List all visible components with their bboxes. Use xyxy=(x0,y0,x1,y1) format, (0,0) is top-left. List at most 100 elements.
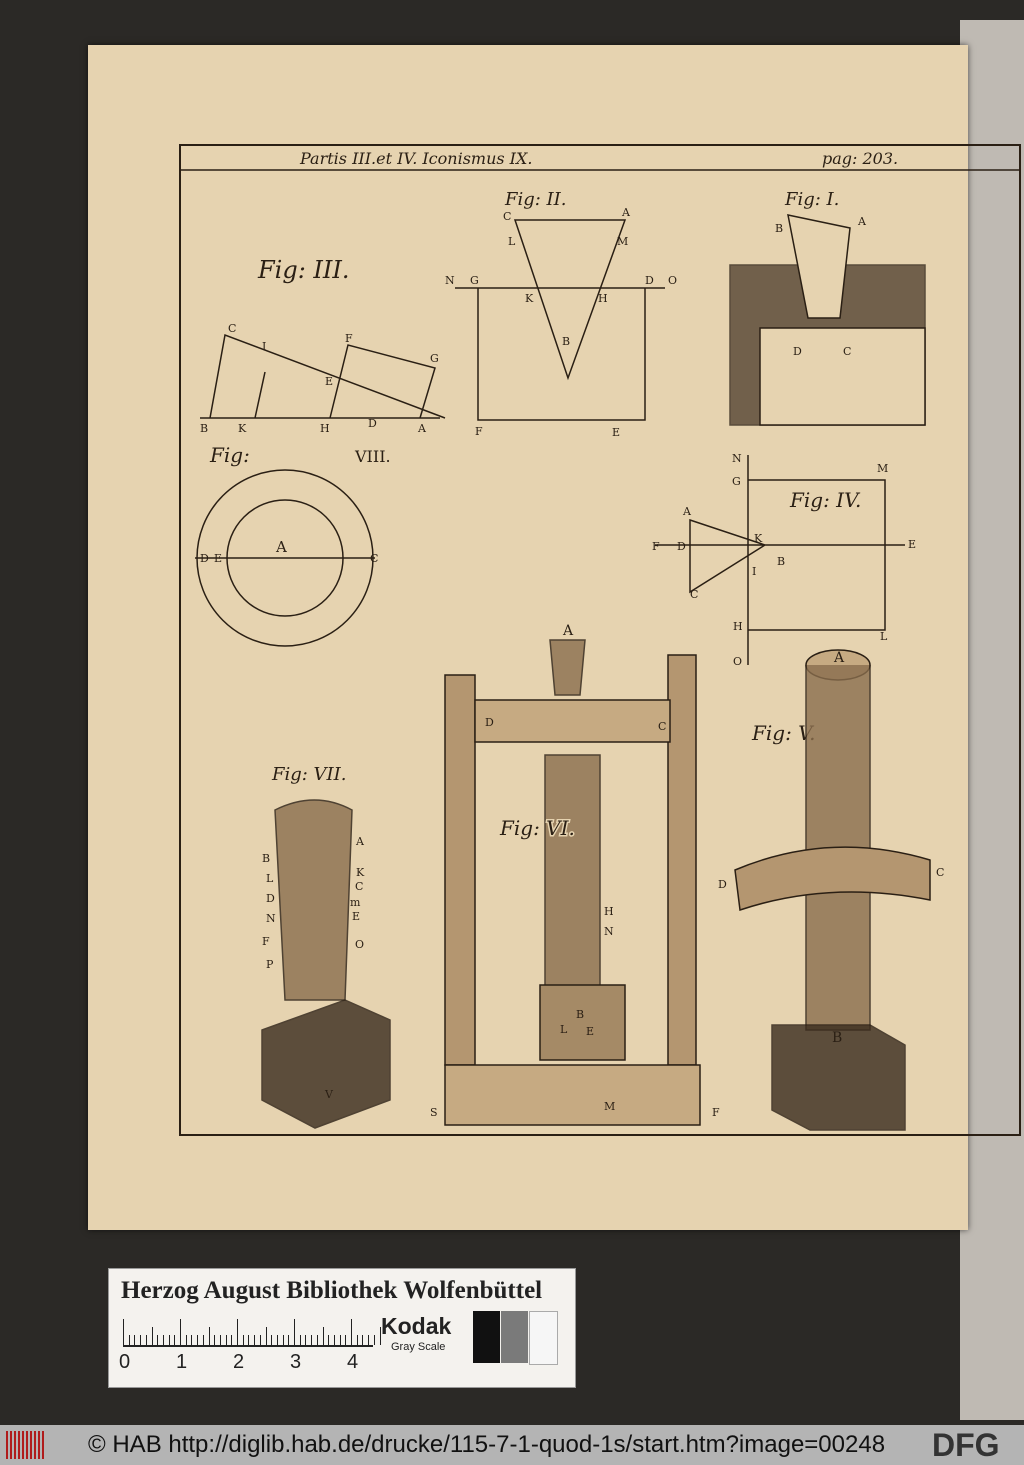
label: A xyxy=(355,835,365,848)
ruler-number: 3 xyxy=(290,1351,302,1373)
ruler-tick xyxy=(197,1335,199,1345)
label: L xyxy=(560,1023,568,1036)
label: N xyxy=(445,274,455,287)
ruler-tick xyxy=(356,1335,358,1345)
ruler-tick xyxy=(168,1335,170,1345)
adjacent-page xyxy=(960,20,1024,1420)
gray-scale-label: Gray Scale xyxy=(391,1341,446,1353)
label: A xyxy=(417,422,427,435)
figure-4: Fig: IV. xyxy=(655,455,905,665)
ruler-tick xyxy=(368,1335,370,1345)
label: H xyxy=(604,905,614,918)
label: D xyxy=(200,552,209,565)
label: C xyxy=(355,880,363,893)
label: F xyxy=(475,425,483,438)
figure-title: Fig: VII. xyxy=(271,764,347,785)
dfg-logo: DFG xyxy=(932,1427,1000,1463)
ruler-tick xyxy=(134,1335,136,1345)
label: C xyxy=(503,210,511,223)
label: E xyxy=(586,1025,594,1038)
figure-6 xyxy=(444,639,701,1126)
label: D xyxy=(485,716,494,729)
figure-title: Fig: I. xyxy=(784,189,839,210)
label: B xyxy=(777,555,785,568)
ruler-tick xyxy=(339,1335,341,1345)
hab-logo-icon xyxy=(6,1431,46,1459)
label: C xyxy=(658,720,666,733)
figure-title-numeral: VIII. xyxy=(354,447,391,466)
ruler-tick xyxy=(128,1335,130,1345)
ruler-tick xyxy=(219,1335,221,1345)
ruler-tick xyxy=(157,1335,159,1345)
cm-ruler xyxy=(123,1317,381,1347)
ruler-tick xyxy=(282,1335,284,1345)
label: F xyxy=(345,332,353,345)
ruler-tick xyxy=(145,1335,147,1345)
ruler-tick xyxy=(225,1335,227,1345)
label: F xyxy=(652,540,660,553)
label: M xyxy=(617,235,628,248)
label: D xyxy=(645,274,654,287)
ruler-tick xyxy=(180,1319,181,1345)
ruler-tick xyxy=(259,1335,261,1345)
label: E xyxy=(352,910,360,923)
ruler-number: 1 xyxy=(176,1351,188,1373)
ruler-number: 0 xyxy=(119,1351,131,1373)
figure-title: Fig: IV. xyxy=(789,488,861,512)
ruler-tick xyxy=(185,1335,187,1345)
label: H xyxy=(320,422,330,435)
figure-title: Fig: III. xyxy=(257,256,349,284)
ruler-tick xyxy=(174,1335,176,1345)
label: N xyxy=(266,912,276,925)
label: O xyxy=(733,655,742,668)
label: S xyxy=(430,1106,438,1119)
label: D xyxy=(718,878,727,891)
gray-patch-white xyxy=(529,1311,558,1365)
label: B xyxy=(200,422,208,435)
ruler-tick xyxy=(276,1335,278,1345)
label: K xyxy=(238,422,247,435)
figure-title: Fig: xyxy=(209,443,250,467)
ruler-tick xyxy=(316,1335,318,1345)
label: B xyxy=(832,1030,842,1046)
label: B xyxy=(576,1008,584,1021)
figure-letter-labels: C I F G E B K H D A C A L M N G D O K H … xyxy=(200,206,944,1119)
kodak-brand: Kodak xyxy=(381,1313,452,1339)
label: C xyxy=(690,588,698,601)
label: K xyxy=(525,292,534,305)
label: D xyxy=(266,892,275,905)
label: V xyxy=(324,1088,334,1101)
label: C xyxy=(936,866,944,879)
ruler-tick xyxy=(288,1335,290,1345)
label: H xyxy=(733,620,743,633)
ruler-tick xyxy=(362,1335,364,1345)
label: C xyxy=(228,322,236,335)
gray-patch-black xyxy=(473,1311,500,1363)
label: D xyxy=(793,345,802,358)
ruler-tick xyxy=(333,1335,335,1345)
label: N xyxy=(732,452,742,465)
ruler-number: 4 xyxy=(347,1351,359,1373)
ruler-tick xyxy=(191,1335,193,1345)
label: M xyxy=(877,462,888,475)
ruler-tick xyxy=(140,1335,142,1345)
ruler-tick xyxy=(242,1335,244,1345)
label: I xyxy=(262,340,266,353)
label: F xyxy=(262,935,270,948)
label: E xyxy=(214,552,222,565)
label: A xyxy=(833,650,845,666)
label: C xyxy=(843,345,851,358)
ruler-tick xyxy=(345,1335,347,1345)
source-url[interactable]: © HAB http://diglib.hab.de/drucke/115-7-… xyxy=(88,1431,886,1458)
label: A xyxy=(562,623,574,639)
label: A xyxy=(621,206,631,219)
label: B xyxy=(775,222,783,235)
figure-title: Fig: V. xyxy=(751,721,815,745)
ruler-tick xyxy=(322,1327,324,1345)
ruler-tick xyxy=(123,1319,124,1345)
label: O xyxy=(668,274,677,287)
plate-header-left: Partis III.et IV. Iconismus IX. xyxy=(299,149,532,168)
figure-5: Fig: V. xyxy=(734,649,931,1131)
ruler-tick xyxy=(208,1327,210,1345)
